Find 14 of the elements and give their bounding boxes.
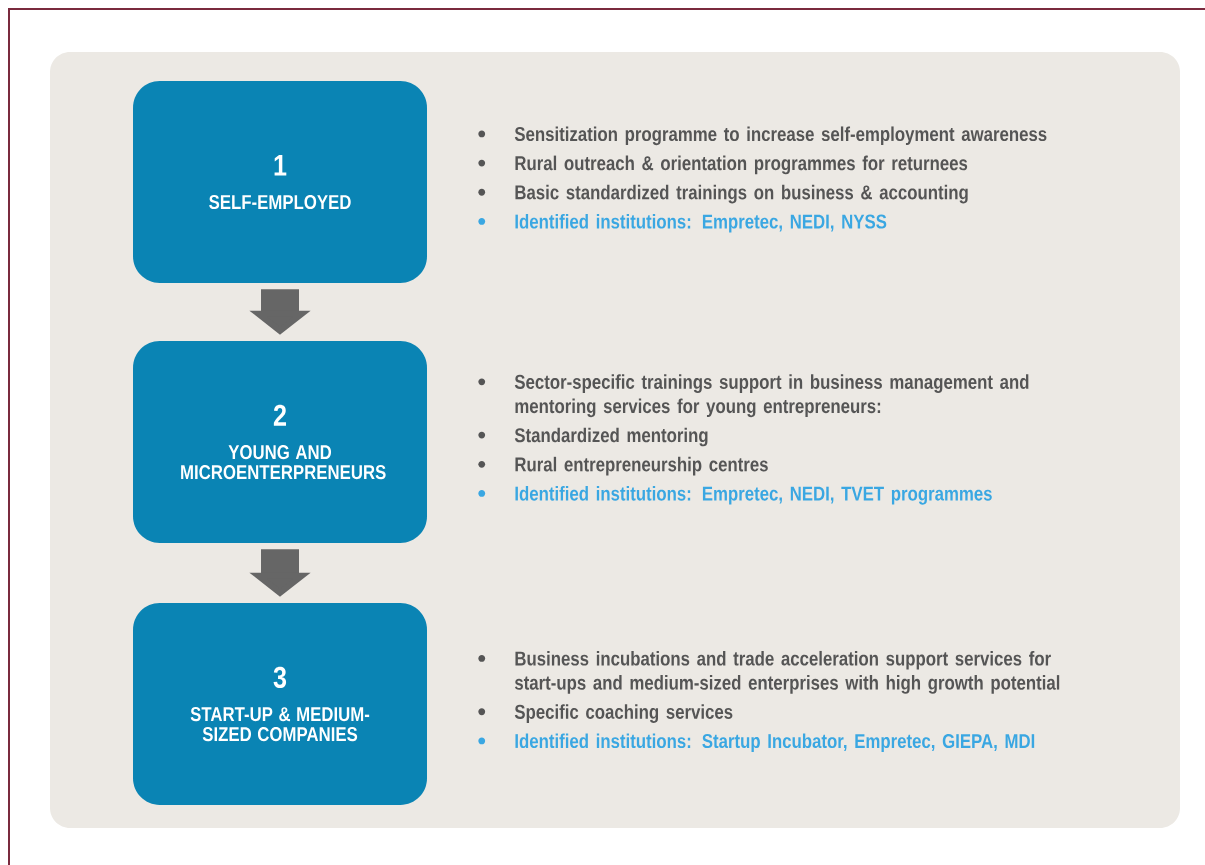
bullet-item: Sensitization programme to increase self-employment awareness: [478, 126, 1047, 146]
bullet-item: Rural outreach & orientation programmes for returnees: [478, 155, 968, 175]
bullet-item: Specific coaching services: [478, 704, 733, 723]
bullet-item: Identified institutions: Empretec, NEDI, TVET programmes: [478, 486, 992, 505]
stage-box: 2 YOUNG AND MICROENTERPRENEURS: [133, 341, 427, 543]
stage-box: 3 START-UP & MEDIUM-SIZED COMPANIES: [133, 603, 427, 805]
bullet-item: Basic standardized trainings on business & accounting: [478, 184, 968, 204]
bullet-item: Rural entrepreneurship centres: [478, 456, 768, 476]
bullet-item: Business incubations and trade acceleration support services for start-ups and medium-sized enterprises with high growth potential: [478, 650, 1060, 694]
bullet-item: Identified institutions: Empretec, NEDI, NYSS: [478, 213, 887, 233]
bullet-item: Identified institutions: Startup Incubator, Empretec, GIEPA, MDI: [478, 733, 1035, 753]
bullet-item: Sector-specific trainings support in business management and mentoring services for young entrepreneurs:: [478, 374, 1029, 418]
bullet-item: Standardized mentoring: [478, 427, 708, 447]
stage-box: 1 SELF-EMPLOYED: [133, 81, 427, 283]
